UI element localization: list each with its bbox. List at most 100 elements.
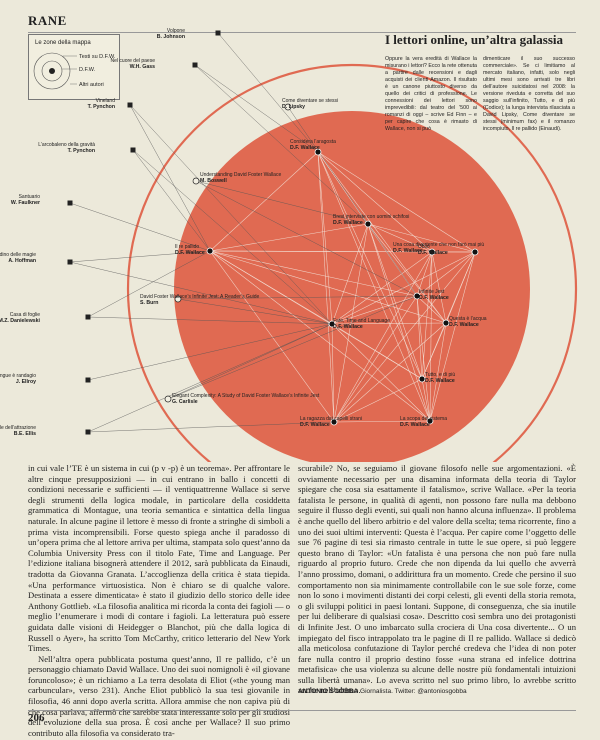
network-node xyxy=(85,314,91,320)
sidebar-col-1: Oppure la vera eredità di Wallace la mis… xyxy=(385,56,477,132)
network-edges xyxy=(69,32,476,433)
node-title: Le regole dell’attrazione xyxy=(0,425,36,431)
network-edge xyxy=(129,104,333,325)
sidebar-col-2: dimenticare il suo successo commerciale»… xyxy=(483,56,575,132)
network-edge xyxy=(331,295,418,325)
network-node xyxy=(364,220,372,228)
network-node xyxy=(67,259,73,265)
network-node xyxy=(67,200,73,206)
sidebar-title: I lettori online, un’altra galassia xyxy=(385,32,564,47)
network-edge xyxy=(431,251,447,324)
network-edge xyxy=(209,250,447,324)
network-edge xyxy=(167,295,418,400)
article-col-1: in cui vale l’TE è un sistema in cui (p … xyxy=(28,463,290,738)
node-label: Una cosa divertente che non farò mai più… xyxy=(393,242,484,254)
node-label: David Foster Wallace’s Infinite Jest: A … xyxy=(140,294,259,306)
author-bio: Giornalista. Twitter: @antoniosgobba xyxy=(360,688,467,695)
node-author: D. Lipsky xyxy=(282,104,306,110)
node-label: Elegant Complexity: A Study of David Fos… xyxy=(172,393,319,405)
network-edge xyxy=(331,223,369,325)
network-edge xyxy=(333,251,433,423)
network-node xyxy=(428,248,436,256)
outer-ring xyxy=(126,63,578,462)
network-edge xyxy=(195,180,418,297)
network-edge xyxy=(87,323,333,381)
article-paragraph: in cui vale l’TE è un sistema in cui (p … xyxy=(28,463,290,654)
network-edge xyxy=(416,295,447,324)
network-node xyxy=(471,248,479,256)
network-nodes xyxy=(67,30,479,435)
network-edge xyxy=(195,180,369,225)
node-author: A. Hoffman xyxy=(8,258,36,264)
footer-rule xyxy=(28,710,576,711)
node-title: Brevi interviste con uomini schifosi xyxy=(333,214,410,220)
network-edge xyxy=(429,251,476,422)
network-edge xyxy=(429,322,447,422)
node-author: D.F. Wallace xyxy=(333,220,363,226)
article-col-2: scurabile? No, se seguiamo il giovane fi… xyxy=(298,463,576,696)
network-edge xyxy=(87,316,333,325)
network-edge xyxy=(167,323,333,400)
node-author: M.Z. Danielewski xyxy=(0,318,40,324)
network-edge xyxy=(367,223,476,253)
network-edge xyxy=(194,64,369,225)
network-edge xyxy=(331,322,447,325)
node-author: T. Pynchon xyxy=(87,104,115,110)
node-author: W.H. Gass xyxy=(129,64,155,70)
network-node xyxy=(442,319,450,327)
node-author: S. Burn xyxy=(140,300,159,306)
node-title: Questa è l’acqua xyxy=(449,316,487,322)
network-edge xyxy=(333,295,418,423)
network-edge xyxy=(287,106,418,297)
node-title: Il giardino delle magie xyxy=(0,252,36,258)
network-edge xyxy=(421,322,447,380)
legend-item-others: Altri autori xyxy=(79,82,104,88)
network-edge xyxy=(132,149,211,252)
network-edge xyxy=(87,421,335,433)
author-credit: ANTONIO SGOBBA Giornalista. Twitter: @an… xyxy=(298,688,467,695)
network-edge xyxy=(416,295,423,380)
network-edge xyxy=(333,420,431,423)
network-node xyxy=(85,377,91,383)
network-edge xyxy=(331,323,423,380)
node-title: Casa di foglie xyxy=(9,312,40,318)
network-edge xyxy=(317,151,433,253)
network-edge xyxy=(331,251,433,325)
map-legend: Le zone della mappa Testi su D.F.W. D.F.… xyxy=(28,34,120,100)
node-author: T. Pynchon xyxy=(67,148,95,154)
node-title: Understanding David Foster Wallace xyxy=(200,172,282,178)
network-node xyxy=(192,177,200,185)
network-edge xyxy=(333,251,476,423)
network-edge xyxy=(416,295,431,422)
network-edge xyxy=(317,151,476,253)
node-author: B. Johnson xyxy=(156,34,185,40)
network-edge xyxy=(333,322,447,423)
section-title: RANE xyxy=(28,13,67,28)
network-edge xyxy=(69,261,333,325)
node-title: La scopa del sistema xyxy=(400,416,447,422)
network-map xyxy=(67,30,578,462)
network-node xyxy=(314,148,322,156)
node-title: Oblio xyxy=(418,244,430,250)
sidebar: I lettori online, un’altra galassia xyxy=(385,32,575,52)
node-title: Santuario xyxy=(18,194,40,200)
network-node xyxy=(206,247,214,255)
network-edge xyxy=(331,251,476,325)
legend-item-texts: Testi su D.F.W. xyxy=(79,54,116,60)
network-edge xyxy=(87,250,211,318)
node-title: Il sangue è randagio xyxy=(0,373,36,379)
node-author: D.F. Wallace xyxy=(300,422,330,428)
network-node xyxy=(215,30,221,36)
network-edge xyxy=(331,323,431,422)
network-edge xyxy=(331,323,335,423)
network-edge xyxy=(87,323,333,433)
network-edge xyxy=(132,149,333,325)
